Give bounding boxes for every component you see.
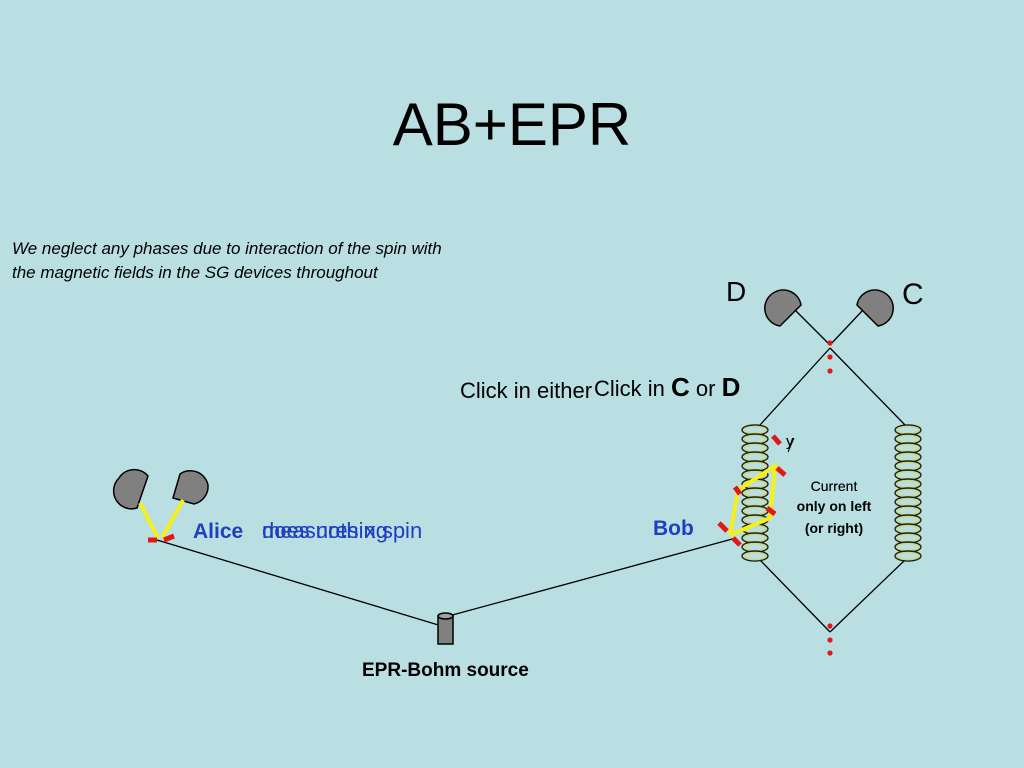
alice-sg-yellow <box>138 499 185 539</box>
instruction-c: C <box>671 372 690 402</box>
beam-alice <box>156 539 446 628</box>
alice-label: Alice <box>193 520 244 543</box>
y-axis-mark <box>786 437 795 453</box>
particle-dots <box>827 340 833 656</box>
bob-sg-yellow <box>728 462 778 537</box>
coil-left <box>741 424 769 562</box>
current-side-label: only on left <box>796 498 872 514</box>
epr-source-icon <box>437 612 454 645</box>
beam-to-c <box>829 309 864 346</box>
alice-action-measures: measures x spin <box>262 518 423 543</box>
instruction-mid: or <box>689 376 722 401</box>
page-title: AB+EPR <box>392 91 632 158</box>
beam-bob <box>444 537 737 618</box>
beam-upper-left <box>759 347 831 426</box>
instruction-prefix: Click in <box>594 376 672 401</box>
beam-upper-right <box>829 347 906 426</box>
instruction-d: D <box>721 372 741 402</box>
detector-d-label: D <box>726 276 747 307</box>
beam-lower-right <box>829 559 906 633</box>
beam-paths <box>156 309 906 633</box>
instruction-back-text: Click in either <box>460 378 593 403</box>
alice-detector-right-icon <box>172 470 209 505</box>
current-label-a: Current <box>810 478 858 494</box>
beam-to-d <box>794 309 831 346</box>
detector-c-label: C <box>902 278 924 311</box>
current-label-b: Current <box>810 478 858 494</box>
bob-label: Bob <box>653 517 694 540</box>
bob-red-marks <box>717 434 787 547</box>
beam-lower-left <box>759 559 831 633</box>
instruction-front-text: Click in C or D <box>594 372 740 403</box>
current-suffix-label: (or right) <box>804 520 864 536</box>
neglect-phases-note: We neglect any phases due to interaction… <box>12 239 442 282</box>
stern-gerlach-coils <box>741 424 922 562</box>
alice-red-marks <box>148 533 175 543</box>
coil-right <box>894 424 922 562</box>
epr-source-label: EPR-Bohm source <box>362 660 529 681</box>
detector-d-icon[interactable] <box>764 289 802 327</box>
y-axis-label: y <box>786 433 794 450</box>
detector-c-icon[interactable] <box>856 289 894 327</box>
alice-action-nothing: does nothing <box>262 518 388 543</box>
alice-detector-left-icon <box>112 468 149 510</box>
